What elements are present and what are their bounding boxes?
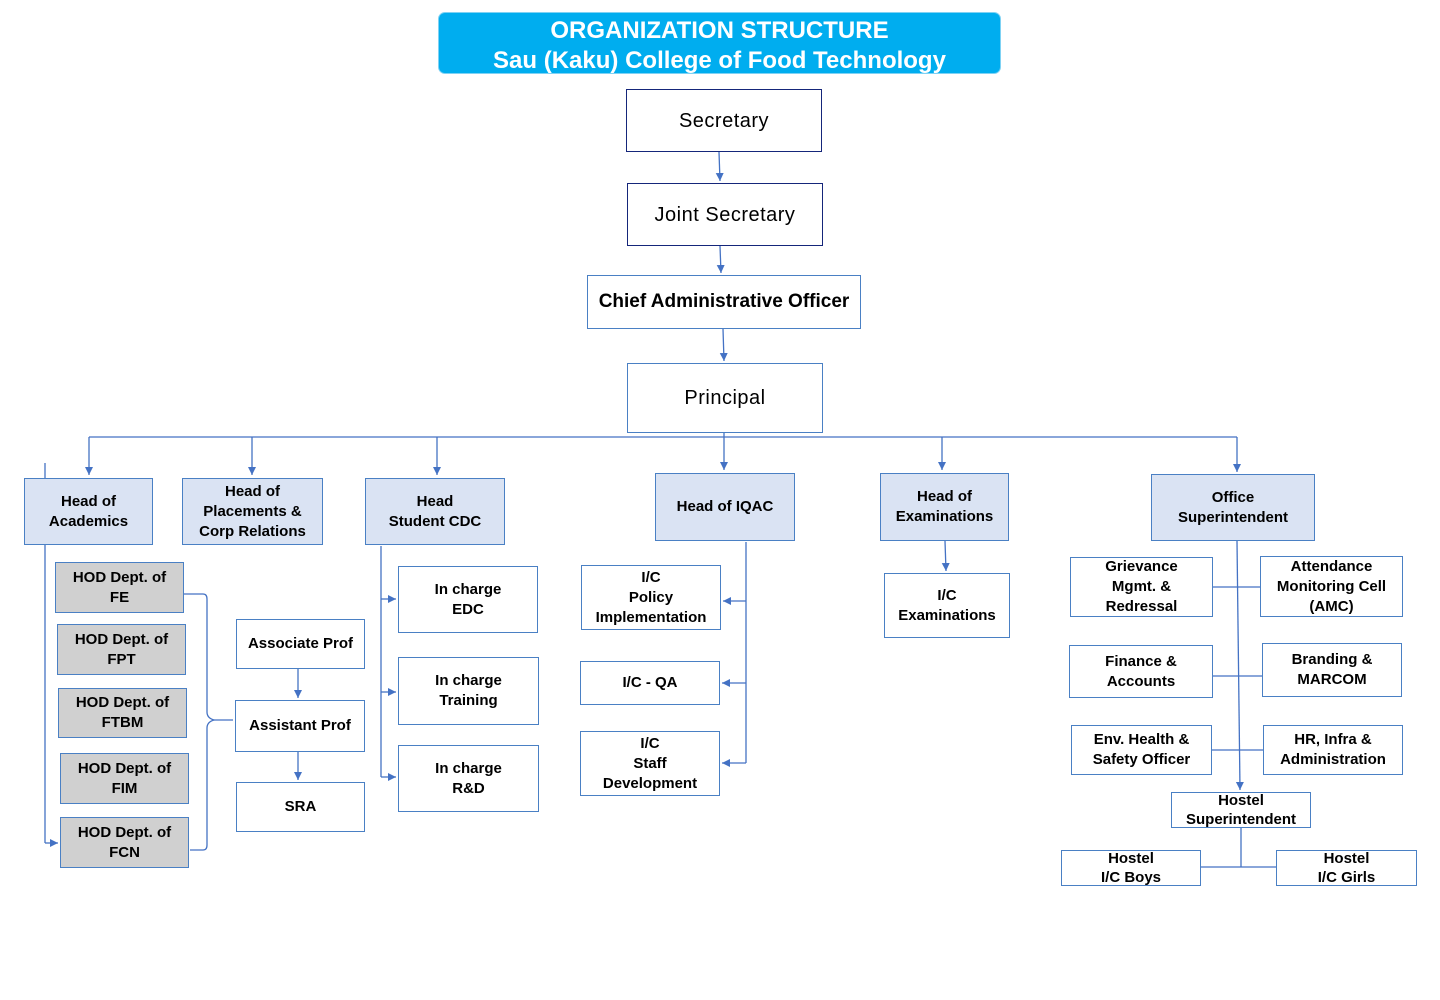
node-hod-ftbm: HOD Dept. of FTBM	[58, 688, 187, 738]
node-ic-policy-implementation: I/C Policy Implementation	[581, 565, 721, 630]
node-head-iqac: Head of IQAC	[655, 473, 795, 541]
node-branding-marcom: Branding & MARCOM	[1262, 643, 1402, 697]
node-head-placements: Head of Placements & Corp Relations	[182, 478, 323, 545]
node-hostel-ic-boys: Hostel I/C Boys	[1061, 850, 1201, 886]
node-hod-fcn: HOD Dept. of FCN	[60, 817, 189, 868]
node-hod-fe: HOD Dept. of FE	[55, 562, 184, 613]
node-sra: SRA	[236, 782, 365, 832]
node-hostel-superintendent: Hostel Superintendent	[1171, 792, 1311, 828]
node-hod-fim: HOD Dept. of FIM	[60, 753, 189, 804]
title-line-1: ORGANIZATION STRUCTURE	[550, 17, 889, 44]
node-head-academics: Head of Academics	[24, 478, 153, 545]
title-banner: ORGANIZATION STRUCTURE Sau (Kaku) Colleg…	[438, 12, 1001, 74]
node-ic-examinations: I/C Examinations	[884, 573, 1010, 638]
node-grievance: Grievance Mgmt. & Redressal	[1070, 557, 1213, 617]
node-secretary: Secretary	[626, 89, 822, 152]
title-line-2: Sau (Kaku) College of Food Technology	[493, 47, 946, 74]
node-hostel-ic-girls: Hostel I/C Girls	[1276, 850, 1417, 886]
node-ic-qa: I/C - QA	[580, 661, 720, 705]
node-hr-infra-admin: HR, Infra & Administration	[1263, 725, 1403, 775]
node-assistant-prof: Assistant Prof	[235, 700, 365, 752]
node-ic-staff-development: I/C Staff Development	[580, 731, 720, 796]
node-env-health-safety: Env. Health & Safety Officer	[1071, 725, 1212, 775]
node-chief-administrative-officer: Chief Administrative Officer	[587, 275, 861, 329]
node-incharge-training: In charge Training	[398, 657, 539, 725]
node-finance-accounts: Finance & Accounts	[1069, 645, 1213, 698]
node-head-student-cdc: Head Student CDC	[365, 478, 505, 545]
node-hod-fpt: HOD Dept. of FPT	[57, 624, 186, 675]
node-principal: Principal	[627, 363, 823, 433]
node-incharge-rnd: In charge R&D	[398, 745, 539, 812]
node-incharge-edc: In charge EDC	[398, 566, 538, 633]
node-office-superintendent: Office Superintendent	[1151, 474, 1315, 541]
node-attendance-monitoring: Attendance Monitoring Cell (AMC)	[1260, 556, 1403, 617]
node-associate-prof: Associate Prof	[236, 619, 365, 669]
node-joint-secretary: Joint Secretary	[627, 183, 823, 246]
node-head-examinations: Head of Examinations	[880, 473, 1009, 541]
